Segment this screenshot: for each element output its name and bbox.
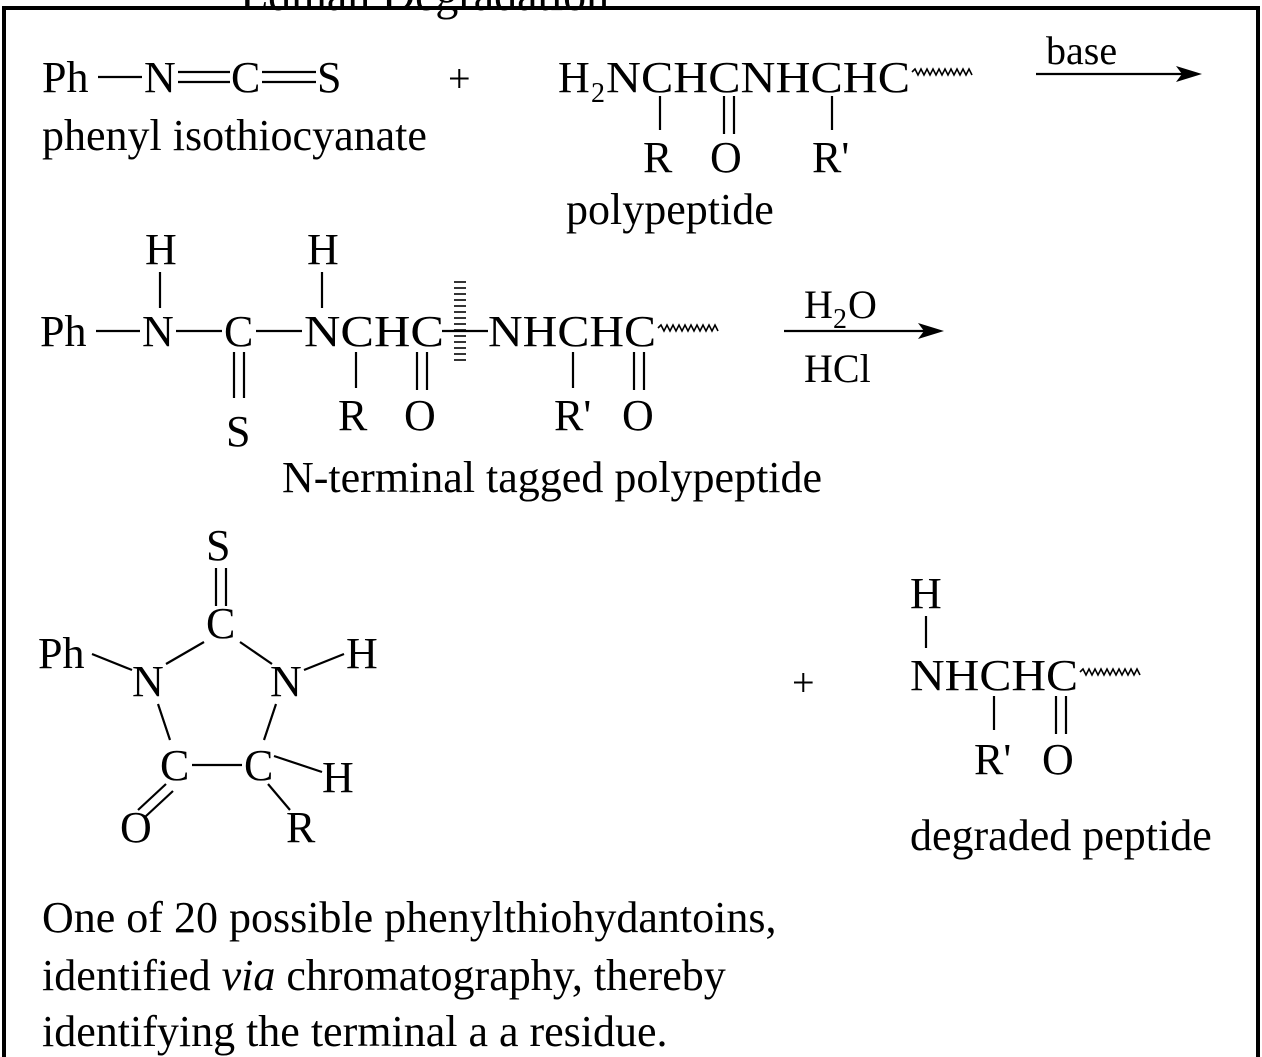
cleavage-mark [454,281,466,361]
bond-n-c-ring-lower-right [262,703,278,741]
peptide-r: R [643,133,673,182]
bond-ph-n-3 [91,652,133,672]
reagent-c: C [231,53,260,102]
peptide-o: O [710,133,742,182]
peptide-subscript-2: 2 [591,78,605,109]
fragment-h: H [910,569,942,618]
reagent-ph: Ph [42,53,88,102]
tagged-ph: Ph [40,307,86,356]
tagged-chain-right: NHCHC [488,307,656,356]
pth-s: S [206,521,230,570]
phenylthiohydantoin-structure: S C Ph N N H C C H O R [38,521,378,852]
pth-h-n: H [346,629,378,678]
caption-line-1: One of 20 possible phenylthiohydantoins, [42,893,777,942]
caption-line-3: identifying the terminal a a residue. [42,1007,668,1056]
pth-c-bottom-right: C [244,741,273,790]
tagged-h-2: H [307,225,339,274]
polypeptide-name: polypeptide [566,185,774,234]
tagged-c: C [224,307,253,356]
pth-c-top: C [206,599,235,648]
arrow-base: base [1036,28,1202,82]
arrow-hydrolysis: H 2 O HCl [784,282,944,391]
peptide-h: H [558,53,590,102]
diagram-frame [2,6,1260,1057]
tagged-chain-left: NCHC [304,307,444,356]
reagent-s: S [317,53,341,102]
double-bond-c-o-3b [144,790,174,818]
caption-line-2: identified via chromatography, thereby [42,951,726,1000]
caption: One of 20 possible phenylthiohydantoins,… [42,893,777,1056]
arrow-head-2 [918,323,944,339]
plus-sign-1: + [448,56,471,101]
reagent-name: phenyl isothiocyanate [42,111,427,160]
tagged-o-1: O [404,391,436,440]
wavy-bond-3 [1079,667,1141,677]
degraded-peptide-name: degraded peptide [910,811,1212,860]
wavy-bond-1 [911,67,973,77]
pth-c-bottom-left: C [160,741,189,790]
bond-c-h-3 [273,754,323,774]
tagged-o-2: O [622,391,654,440]
bond-n-c-ring-left [165,641,205,665]
reagent-h: H [804,282,833,327]
reagent-subscript-2: 2 [833,304,847,335]
peptide-rprime: R' [812,133,849,182]
tagged-product-name: N-terminal tagged polypeptide [282,453,822,502]
caption-line-2-prefix: identified [42,951,222,1000]
tagged-n: N [142,307,174,356]
pth-n-right: N [270,657,302,706]
tagged-rprime: R' [554,391,591,440]
pth-o: O [120,803,152,852]
fragment-chain: NHCHC [910,651,1078,700]
pth-ph: Ph [38,629,84,678]
bond-c-r-3 [267,783,291,811]
arrow-label-base: base [1046,28,1117,73]
fragment-o: O [1042,735,1074,784]
reagent-phenyl-isothiocyanate: Ph N C S [42,53,341,102]
pth-n-left: N [132,657,164,706]
polypeptide-structure: H 2 NCHCNHCHC R O R' [558,53,973,182]
bond-n-c-ring-lower-left [156,703,172,741]
caption-line-2-italic: via [222,951,276,1000]
tagged-polypeptide-structure: H H Ph N C NCHC S R O NHCHC R' O [40,225,719,456]
peptide-chain: NCHCNHCHC [606,53,910,102]
arrow-head-1 [1176,66,1202,82]
plus-sign-2: + [792,660,815,705]
wavy-bond-2 [657,323,719,333]
double-bond-c-o-3a [137,783,167,811]
tagged-r: R [338,391,368,440]
fragment-rprime: R' [974,735,1011,784]
reagent-n: N [144,53,176,102]
tagged-s: S [226,407,250,456]
pth-r: R [286,803,316,852]
tagged-h-1: H [145,225,177,274]
reagent-o: O [848,282,877,327]
bond-c-n-ring-right [239,641,273,665]
caption-line-2-suffix: chromatography, thereby [275,951,725,1000]
pth-h-c: H [322,753,354,802]
reagent-hcl: HCl [804,346,871,391]
bond-n-h-3 [303,652,345,672]
degraded-peptide-structure: H NHCHC R' O [910,569,1141,784]
